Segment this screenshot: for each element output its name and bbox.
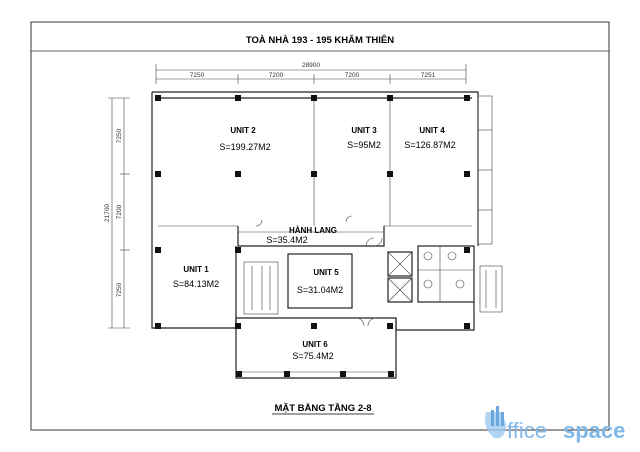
left-span-2: 7200 [116,204,123,219]
officespace-logo: ffice space [485,406,625,443]
logo-o-mark [485,412,506,439]
top-span-4: 7251 [421,72,436,79]
logo-bar-2 [496,406,499,426]
corridor-area: S=35.4M2 [266,235,307,245]
sheet-frame [30,21,610,431]
logo-text-suffix: space [563,418,625,443]
unit-1-area: S=84.13M2 [173,279,219,289]
unit-4-name: UNIT 4 [419,126,445,135]
floor-caption: MẶT BẰNG TẦNG 2-8 [274,403,371,414]
unit-3-area: S=95M2 [347,140,381,150]
building-title: TOÀ NHÀ 193 - 195 KHÂM THIÊN [246,34,394,46]
building-walls [151,91,503,379]
structural-columns [155,95,470,377]
top-span-1: 7250 [190,72,205,79]
top-span-3: 7200 [345,72,360,79]
unit-6-name: UNIT 6 [302,340,328,349]
unit-6-area: S=75.4M2 [292,351,333,361]
logo-bar-3 [501,412,504,426]
unit-2-area: S=199.27M2 [219,142,270,152]
unit-2-name: UNIT 2 [230,126,256,135]
left-dimensions: 21700 7250 7200 7250 [104,97,130,329]
top-span-2: 7200 [269,72,284,79]
unit-5-area: S=31.04M2 [297,285,343,295]
unit-3-name: UNIT 3 [351,126,377,135]
left-span-3: 7250 [116,282,123,297]
logo-bar-1 [491,410,494,426]
logo-text-prefix: ffice [507,418,547,443]
unit-1-name: UNIT 1 [183,265,209,274]
top-dimensions: 28900 7250 7200 7200 7251 [155,62,467,84]
left-span-1: 7250 [116,128,123,143]
unit-labels: UNIT 2 S=199.27M2 UNIT 3 S=95M2 UNIT 4 S… [173,126,456,361]
overall-width-label: 28900 [302,62,320,69]
unit-5-name: UNIT 5 [313,268,339,277]
corridor-name: HÀNH LANG [289,226,337,235]
unit-4-area: S=126.87M2 [404,140,455,150]
overall-height-label: 21700 [104,204,111,222]
